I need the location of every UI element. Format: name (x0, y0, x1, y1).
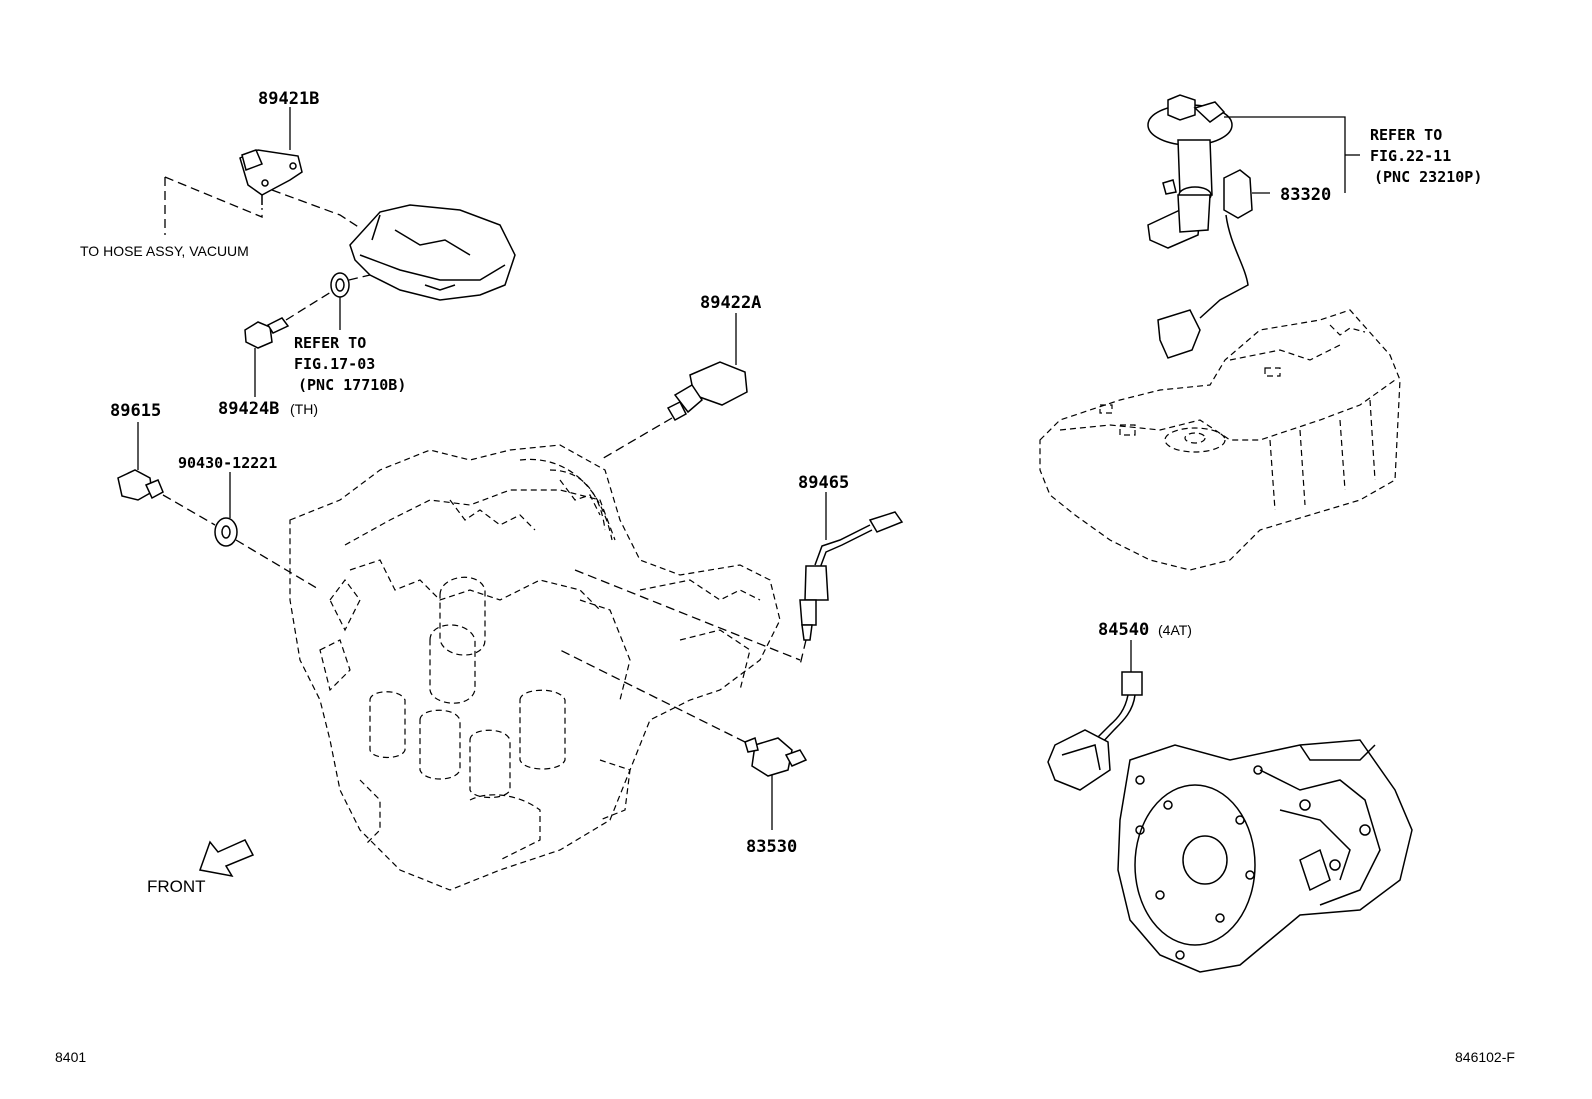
fuel-tank-ghost-drawing (1039, 309, 1401, 571)
refer-to-2-line2: FIG.22-11 (1370, 147, 1451, 165)
label-89424b: 89424B (218, 399, 279, 419)
part-89421b-drawing (164, 107, 361, 235)
label-84540: 84540 (1098, 620, 1149, 640)
refer-to-1-line2: FIG.17-03 (294, 355, 375, 373)
page-code-right: 846102-F (1455, 1049, 1515, 1065)
refer-to-2-line1: REFER TO (1370, 126, 1442, 144)
label-83530: 83530 (746, 837, 797, 857)
page-code-left: 8401 (55, 1049, 86, 1065)
part-83530-drawing (559, 649, 808, 830)
label-89422a: 89422A (700, 293, 761, 313)
label-90430-12221: 90430-12221 (178, 454, 277, 472)
label-89424b-suffix: (TH) (290, 401, 318, 417)
part-89465-drawing (574, 492, 904, 666)
hose-note: TO HOSE ASSY, VACUUM (80, 243, 249, 259)
label-84540-suffix: (4AT) (1158, 622, 1192, 638)
refer-to-1-line3: (PNC 17710B) (298, 376, 406, 394)
refer-to-1-line1: REFER TO (294, 334, 366, 352)
part-89424b-drawing (244, 272, 371, 397)
part-89422a-drawing (599, 313, 748, 461)
label-89421b: 89421B (258, 89, 319, 109)
label-89615: 89615 (110, 401, 161, 421)
intake-cover-drawing (349, 204, 516, 301)
transmission-drawing (1047, 640, 1413, 973)
engine-ghost-drawing (289, 444, 781, 891)
arrow-icon (198, 839, 255, 878)
front-label: FRONT (147, 877, 206, 896)
fuel-pump-drawing (1147, 94, 1360, 359)
part-89615-drawing (117, 422, 321, 591)
refer-to-2-line3: (PNC 23210P) (1374, 168, 1482, 186)
label-83320: 83320 (1280, 185, 1331, 205)
label-89465: 89465 (798, 473, 849, 493)
